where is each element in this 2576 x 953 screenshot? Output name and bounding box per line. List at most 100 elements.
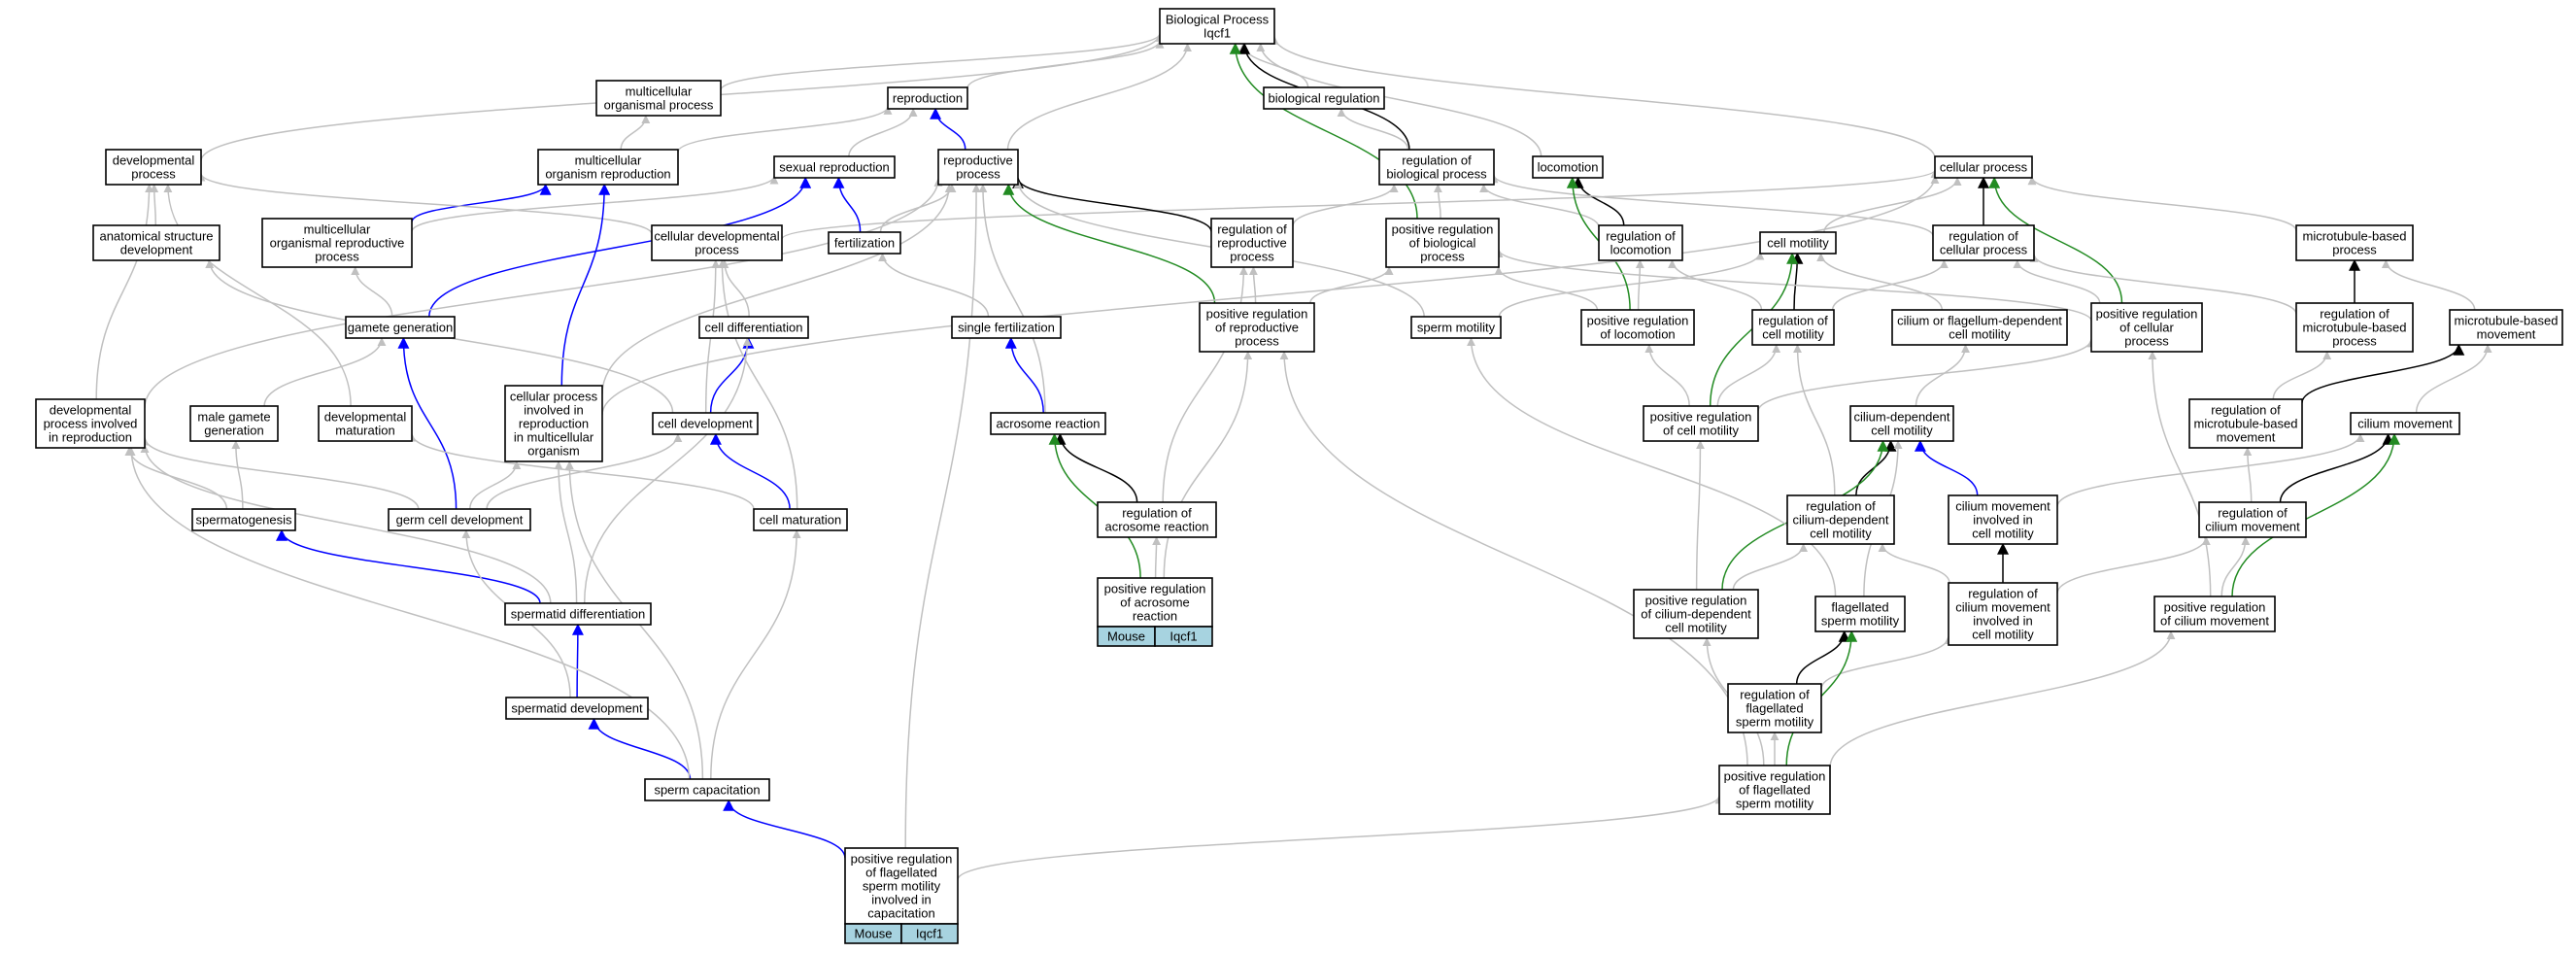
term-node-fertilization[interactable]: fertilization [828, 231, 901, 255]
term-label-line: multicellular [575, 153, 642, 168]
edge-is-a [781, 169, 1940, 240]
term-node-sperm-capacitation[interactable]: sperm capacitation [644, 778, 770, 801]
term-label-line: process [1235, 334, 1279, 349]
term-node-germ-cell-development[interactable]: germ cell development [388, 508, 531, 531]
term-label-line: cell motility [1972, 628, 2034, 642]
term-label-line: of cellular [2119, 321, 2174, 335]
term-label-line: spermatid development [511, 701, 643, 716]
term-node-cilium-movement[interactable]: cilium movement [2350, 412, 2460, 435]
term-node-single-fertilization[interactable]: single fertilization [951, 316, 1062, 339]
term-node-cell-differentiation[interactable]: cell differentiation [698, 316, 809, 339]
term-node-sexual-reproduction[interactable]: sexual reproduction [773, 155, 896, 179]
term-node-locomotion[interactable]: locomotion [1532, 155, 1604, 179]
term-node-acrosome-reaction[interactable]: acrosome reaction [990, 412, 1106, 435]
term-label-line: regulation of [1606, 229, 1676, 244]
term-box [773, 155, 896, 179]
edge-is-a [1248, 266, 1258, 304]
term-node-spermatid-development[interactable]: spermatid development [505, 697, 649, 720]
term-box [504, 602, 652, 626]
term-box [1948, 494, 2058, 545]
edge-part-of [1004, 336, 1044, 414]
edge-is-a [1163, 351, 1253, 579]
term-box [2449, 309, 2563, 346]
term-label-line: movement [2217, 430, 2276, 445]
edge-regulates [1572, 176, 1625, 226]
term-box [1718, 765, 1831, 815]
edge-part-of [428, 176, 812, 318]
term-box [2295, 302, 2414, 353]
term-label-line: sperm motility [1736, 797, 1814, 811]
term-node-spermatid-differentiation[interactable]: spermatid differentiation [504, 602, 652, 626]
term-label-line: process [131, 167, 176, 182]
term-node-spermatogenesis[interactable]: spermatogenesis [191, 508, 296, 531]
edge-is-a [2056, 536, 2211, 595]
term-node-cell-development[interactable]: cell development [652, 412, 759, 435]
term-node-biological-regulation[interactable]: biological regulation [1263, 86, 1385, 110]
term-box [191, 508, 296, 531]
term-box [1751, 309, 1835, 346]
edge-is-a [2013, 259, 2101, 304]
term-label-line: process [1420, 250, 1465, 264]
term-label-line: microtubule-based [2194, 417, 2298, 431]
term-label-line: process [956, 167, 1000, 182]
edge-is-a [407, 432, 755, 510]
term-node-reproduction[interactable]: reproduction [887, 86, 968, 110]
edge-is-a [1489, 174, 1934, 237]
term-box [105, 149, 202, 186]
edge-is-a [126, 447, 691, 780]
term-box [1643, 405, 1759, 442]
term-node-gamete-generation[interactable]: gamete generation [345, 316, 456, 339]
term-node-sperm-motility[interactable]: sperm motility [1410, 316, 1502, 339]
edge-is-a [1433, 184, 1442, 220]
edge-is-a [95, 184, 154, 400]
edge-regulates [2279, 432, 2394, 503]
term-node-cell-motility[interactable]: cell motility [1759, 231, 1837, 255]
term-node-cellular-process[interactable]: cellular process [1934, 155, 2033, 179]
term-label-line: sexual reproduction [779, 160, 889, 175]
term-box [345, 316, 456, 339]
term-label-line: cellular process [1940, 243, 2028, 257]
term-node-cell-maturation[interactable]: cell maturation [753, 508, 848, 531]
term-label-line: process [315, 250, 359, 264]
